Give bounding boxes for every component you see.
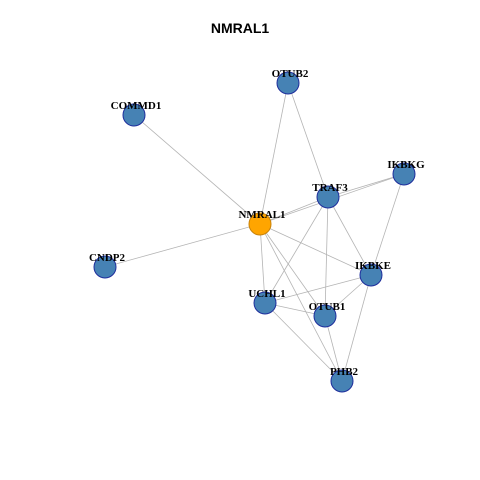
edge-uchl1-phb2 xyxy=(264,302,343,382)
node-label: UCHL1 xyxy=(248,288,285,300)
node-uchl1[interactable]: UCHL1 xyxy=(248,288,286,315)
node-label: COMMD1 xyxy=(111,100,162,112)
node-circle[interactable] xyxy=(253,291,277,315)
node-label: TRAF3 xyxy=(312,182,348,194)
figure-title: NMRAL1 xyxy=(210,20,270,36)
node-circle[interactable] xyxy=(392,162,416,186)
node-cndp2[interactable]: CNDP2 xyxy=(89,252,126,279)
node-commd1[interactable]: COMMD1 xyxy=(111,100,162,127)
node-otub1[interactable]: OTUB1 xyxy=(309,301,346,328)
node-circle[interactable] xyxy=(359,263,383,287)
edge-traf3-ikbkg xyxy=(327,173,405,198)
edge-ikbke-phb2 xyxy=(341,274,372,382)
edge-nmral1-ikbke xyxy=(259,223,372,276)
node-circle[interactable] xyxy=(248,212,272,236)
node-circle[interactable] xyxy=(93,255,117,279)
edge-traf3-otub1 xyxy=(324,196,329,317)
node-circle[interactable] xyxy=(330,369,354,393)
edge-ikbke-uchl1 xyxy=(264,274,372,304)
node-circle[interactable] xyxy=(122,103,146,127)
edge-nmral1-cndp2 xyxy=(104,223,261,268)
edge-nmral1-commd1 xyxy=(133,114,261,225)
edge-otub2-traf3 xyxy=(287,82,329,198)
node-circle[interactable] xyxy=(276,71,300,95)
edge-traf3-uchl1 xyxy=(264,196,329,304)
edge-ikbkg-ikbke xyxy=(370,173,405,276)
edge-nmral1-traf3 xyxy=(259,196,329,225)
node-circle[interactable] xyxy=(316,185,340,209)
edge-nmral1-otub2 xyxy=(259,82,289,225)
node-label: OTUB2 xyxy=(272,68,309,80)
edge-nmral1-otub1 xyxy=(259,223,326,317)
node-label: CNDP2 xyxy=(89,252,126,264)
edge-traf3-ikbke xyxy=(327,196,372,276)
node-label: OTUB1 xyxy=(309,301,346,313)
node-nmral1[interactable]: NMRAL1 xyxy=(238,209,286,236)
edge-nmral1-phb2 xyxy=(259,223,343,382)
node-label: IKBKG xyxy=(387,159,425,171)
node-phb2[interactable]: PHB2 xyxy=(330,366,359,393)
node-label: NMRAL1 xyxy=(238,209,285,221)
node-ikbke[interactable]: IKBKE xyxy=(355,260,391,287)
node-ikbkg[interactable]: IKBKG xyxy=(387,159,425,186)
node-traf3[interactable]: TRAF3 xyxy=(312,182,348,209)
node-label: PHB2 xyxy=(330,366,359,378)
node-circle[interactable] xyxy=(313,304,337,328)
node-label: IKBKE xyxy=(355,260,391,272)
node-otub2[interactable]: OTUB2 xyxy=(272,68,309,95)
edge-nmral1-uchl1 xyxy=(259,223,266,304)
